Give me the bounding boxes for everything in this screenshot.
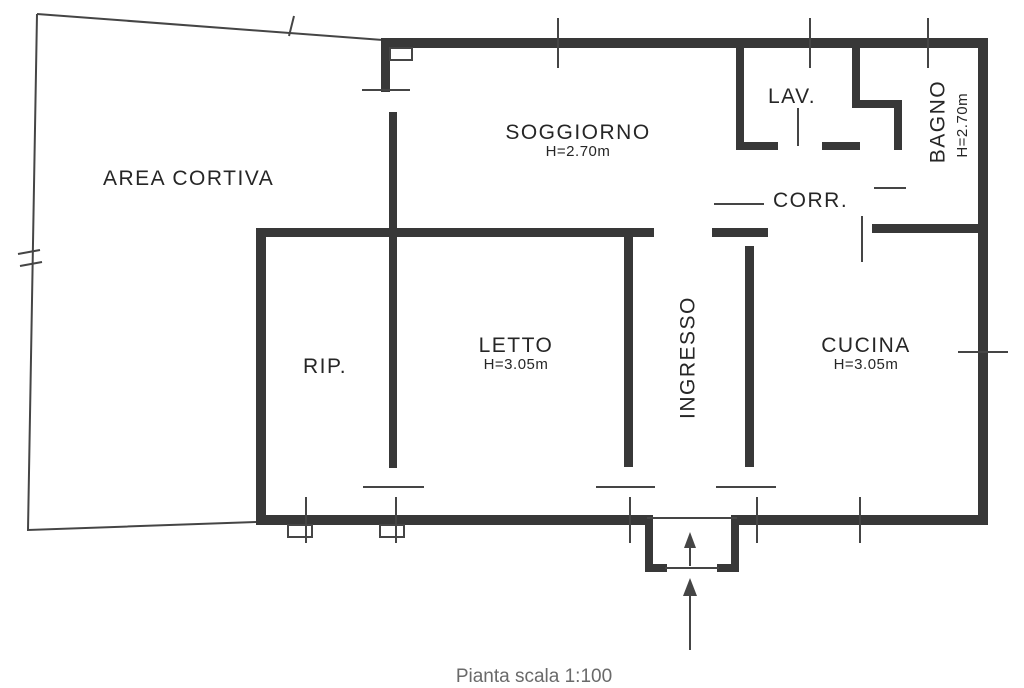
boundary-tick — [288, 15, 295, 37]
footer-caption: Pianta scala 1:100 — [455, 666, 613, 687]
label-area-cortiva: AREA CORTIVA — [103, 167, 275, 190]
wall-lav-bottom-left — [736, 142, 778, 150]
wall-corner-step — [389, 47, 413, 61]
wall-left-lower — [256, 230, 266, 525]
room-name-soggiorno: SOGGIORNO — [505, 121, 651, 144]
wall-bagno-jog-horizontal — [852, 100, 902, 108]
label-ingresso: INGRESSO — [676, 296, 700, 419]
entrance-arrows — [683, 532, 697, 650]
wall-bagno-bottom — [872, 224, 988, 233]
exterior-walls — [256, 38, 988, 525]
pilaster — [379, 524, 405, 538]
room-height-letto: H=3.05m — [483, 356, 549, 374]
wall-bottom-right — [737, 515, 988, 525]
wall-left-upper-stub — [381, 38, 390, 92]
room-name-letto: LETTO — [478, 334, 554, 357]
wall-ingresso-cucina — [745, 246, 754, 467]
label-bagno: BAGNO — [926, 79, 950, 164]
door-marks — [362, 89, 906, 488]
courtyard-boundary — [17, 13, 384, 532]
window-marks — [287, 18, 1008, 543]
inner-arrow-head — [684, 532, 696, 548]
vestibule-right-flange — [717, 564, 739, 572]
wall-lav-bagno — [852, 44, 860, 108]
vestibule-left-flange — [645, 564, 667, 572]
label-letto: LETTO H=3.05m — [428, 334, 604, 374]
wall-right — [978, 38, 988, 525]
label-bagno-height: H=2.70m — [953, 92, 971, 158]
vestibule-left-wall — [645, 515, 653, 572]
label-lav: LAV. — [768, 85, 817, 108]
label-soggiorno: SOGGIORNO H=2.70m — [468, 121, 688, 161]
wall-letto-ingresso — [624, 237, 633, 467]
entrance-vestibule — [645, 515, 739, 572]
wall-lav-left — [736, 44, 744, 150]
wall-bagno-jog-vertical — [894, 100, 902, 150]
pilaster — [287, 524, 313, 538]
label-rip: RIP. — [303, 355, 348, 378]
room-height-soggiorno: H=2.70m — [545, 143, 611, 161]
interior-walls — [256, 44, 988, 468]
boundary-tick — [19, 261, 43, 267]
room-name-cucina: CUCINA — [821, 334, 911, 357]
label-cucina: CUCINA H=3.05m — [778, 334, 954, 374]
room-height-cucina: H=3.05m — [833, 356, 899, 374]
courtyard-left-bottom-line — [26, 13, 257, 532]
wall-top — [383, 38, 988, 48]
label-corr: CORR. — [773, 189, 849, 212]
wall-lav-bottom-right — [822, 142, 860, 150]
boundary-tick — [17, 249, 41, 255]
wall-horizontal-main — [256, 228, 654, 237]
courtyard-top-line — [36, 13, 384, 41]
wall-ingresso-cucina-cap — [712, 228, 768, 237]
entrance-arrow-head — [683, 578, 697, 596]
vestibule-right-wall — [731, 515, 739, 572]
wall-soggiorno-left-rip-letto — [389, 112, 397, 468]
wall-bottom-left — [256, 515, 647, 525]
